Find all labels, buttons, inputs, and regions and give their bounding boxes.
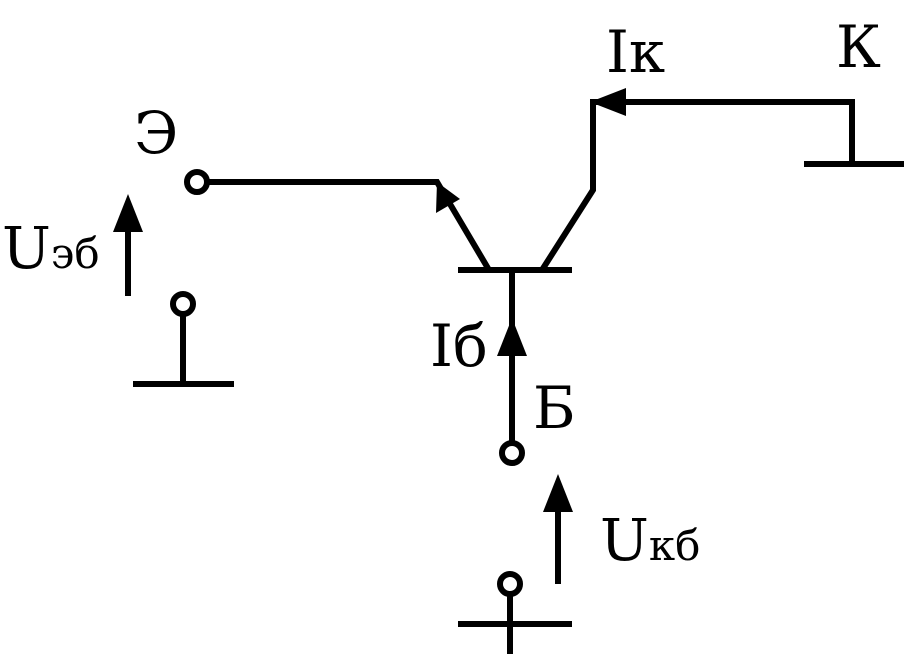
collector-current-arrow-icon [590,88,626,116]
collector-label: К [836,13,881,81]
collector-base-voltage-label: Uкб [600,506,700,574]
emitter-base-voltage-label: Uэб [2,214,100,282]
emitter-base-voltage-symbol: U [2,214,51,282]
base-current-subscript: б [453,312,488,380]
collector-base-voltage-subscript: кб [649,521,701,570]
emitter-base-voltage-arrow-icon [113,194,143,232]
collector-current-subscript: к [629,18,665,86]
collector-current-label: Iк [606,18,665,86]
base-current-label: Iб [430,312,488,380]
base-label: Б [533,374,576,442]
collector-current-symbol: I [606,18,629,86]
base-current-symbol: I [430,312,453,380]
emitter-label: Э [134,99,178,167]
emitter-side-ground-terminal [170,291,196,317]
collector-base-voltage-arrow-icon [543,474,573,512]
base-side-ground-terminal [497,571,523,597]
emitter-terminal [184,169,210,195]
collector-lead [539,99,852,272]
base-current-arrow-icon [497,318,527,356]
base-terminal [499,440,525,466]
emitter-base-voltage-subscript: эб [51,229,100,278]
collector-base-voltage-symbol: U [600,506,649,574]
emitter-arrow-icon [436,182,460,213]
